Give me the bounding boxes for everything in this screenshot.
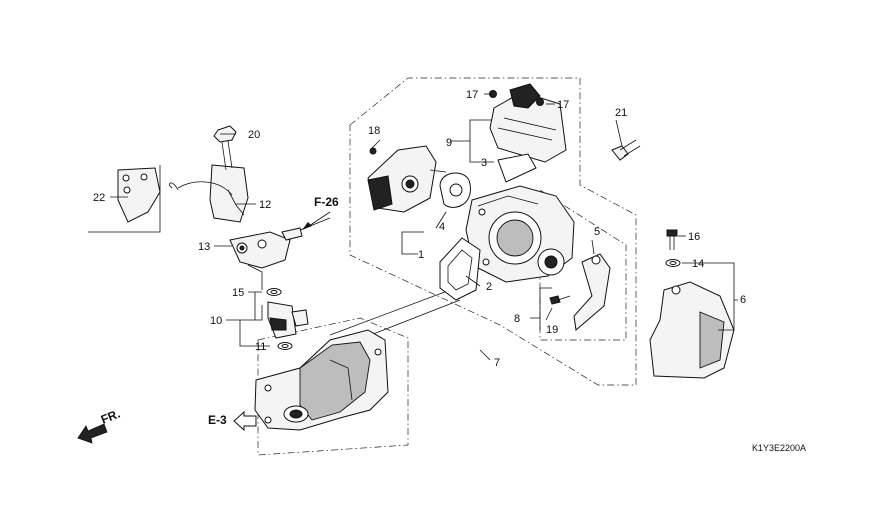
callout-10: 10 — [210, 315, 222, 327]
gasket-2 — [439, 237, 481, 301]
injector-10 — [267, 301, 309, 339]
front-direction-label: FR. — [99, 407, 122, 427]
callout-18: 18 — [368, 125, 380, 137]
assembly-outline — [257, 77, 637, 456]
callout-7: 7 — [494, 357, 500, 369]
callout-9: 9 — [446, 137, 452, 149]
bracket-22 — [88, 165, 179, 233]
callout-15: 15 — [232, 287, 244, 299]
screw-17-b — [536, 98, 544, 106]
callout-3: 3 — [481, 157, 487, 169]
cover-6 — [649, 281, 735, 379]
callout-17-a: 17 — [466, 89, 478, 101]
screw-19 — [549, 295, 571, 305]
o-ring-4 — [439, 172, 471, 208]
callout-2: 2 — [486, 281, 492, 293]
throttle-body — [465, 185, 575, 283]
callout-12: 12 — [259, 199, 271, 211]
washer-11 — [277, 342, 293, 350]
sensor-bracket-12 — [177, 164, 249, 223]
callout-14: 14 — [692, 258, 704, 270]
diagram-code: K1Y3E2200A — [752, 443, 806, 453]
callout-11: 11 — [255, 341, 266, 353]
callout-17-b: 17 — [557, 99, 569, 111]
gasket-3 — [497, 153, 537, 183]
screw-18 — [369, 147, 377, 155]
ref-f26-arrow — [302, 211, 331, 230]
iacv-module-9 — [489, 83, 567, 163]
sensor-13 — [229, 217, 331, 290]
bolt-20 — [213, 125, 237, 171]
throttle-sensor — [367, 145, 447, 213]
callout-13: 13 — [198, 241, 210, 253]
callout-4: 4 — [439, 221, 445, 233]
ref-f26-label: F-26 — [314, 195, 339, 209]
callout-21: 21 — [615, 107, 627, 119]
ref-e3-arrow — [233, 410, 257, 432]
callout-1: 1 — [418, 249, 424, 261]
callout-20: 20 — [248, 129, 260, 141]
callout-5: 5 — [594, 226, 600, 238]
callout-6: 6 — [740, 294, 746, 306]
bolt-21 — [611, 139, 641, 161]
callout-16: 16 — [688, 231, 700, 243]
leader-lines — [110, 93, 738, 361]
intake-manifold — [254, 329, 389, 431]
washer-15 — [266, 288, 282, 296]
bolt-16 — [666, 229, 678, 250]
bracket-5 — [573, 253, 611, 331]
front-direction-arrow — [77, 423, 108, 444]
washer-14 — [665, 259, 681, 267]
callout-22: 22 — [93, 192, 105, 204]
callout-8: 8 — [514, 313, 520, 325]
callout-19: 19 — [546, 324, 558, 336]
ref-e3-label: E-3 — [208, 413, 227, 427]
